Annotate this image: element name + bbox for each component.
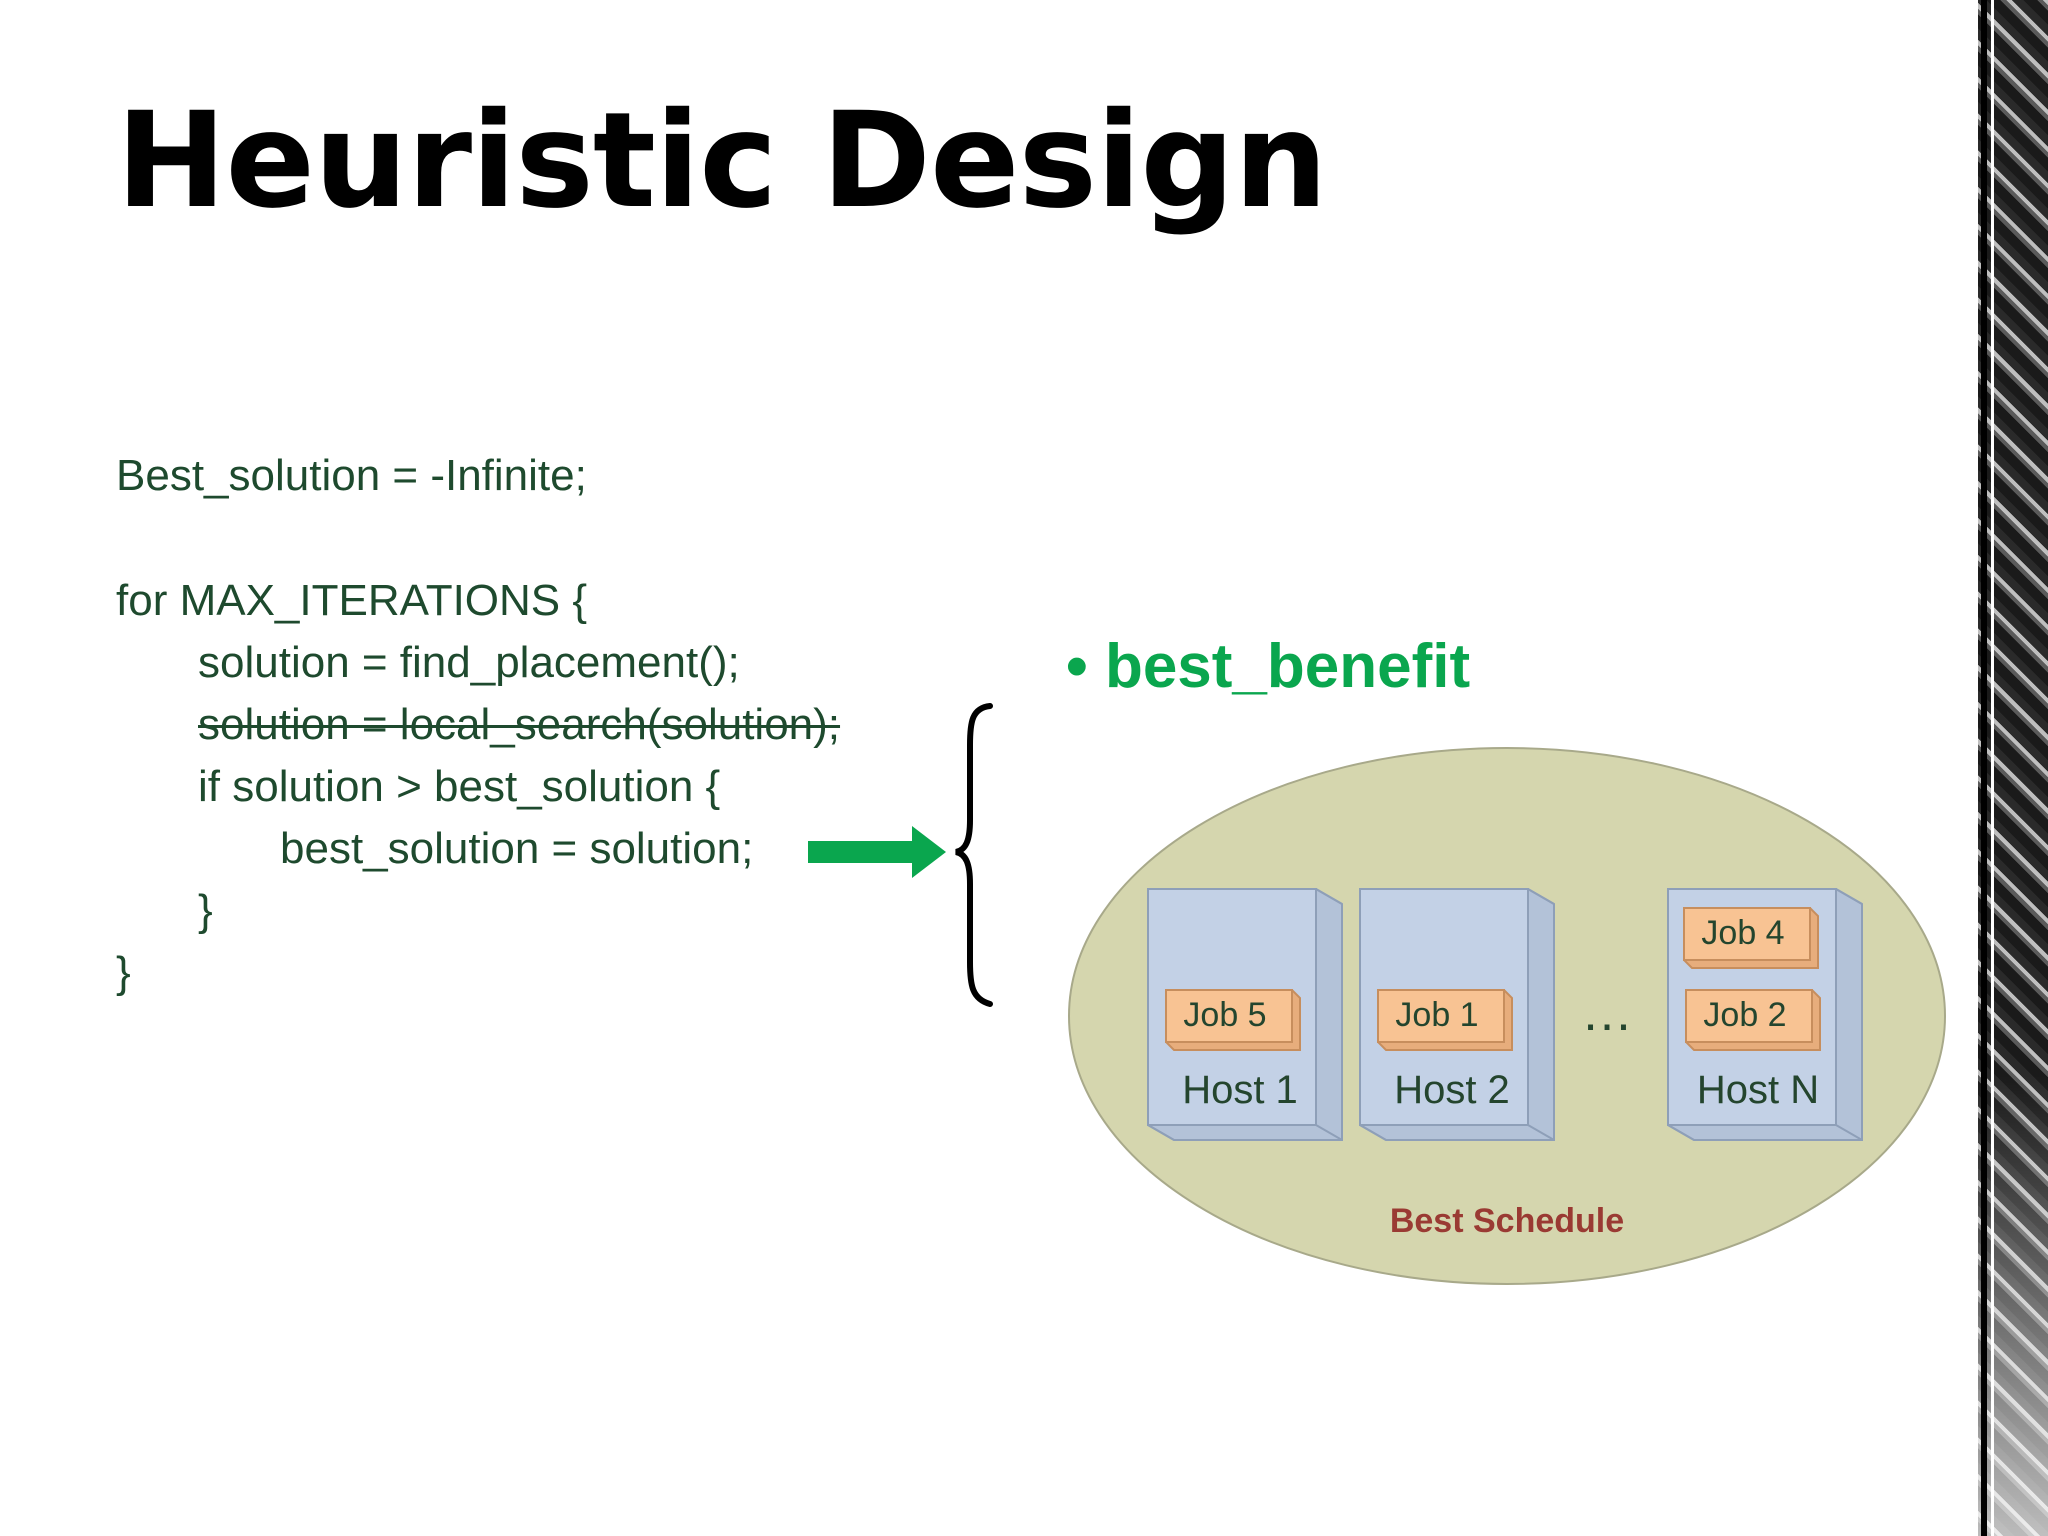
- bullet-dot: •: [1066, 632, 1088, 701]
- code-line-local-search-struck: solution = local_search(solution);: [198, 700, 841, 749]
- code-line-close-for: }: [116, 948, 131, 997]
- job-label: Job 4: [1701, 914, 1784, 952]
- job-box: [1165, 989, 1301, 1051]
- host-label: Host N: [1697, 1068, 1819, 1112]
- job-box: [1683, 907, 1819, 969]
- best-schedule-label: Best Schedule: [1390, 1202, 1624, 1240]
- job-label: Job 1: [1395, 996, 1478, 1034]
- job-box: [1685, 989, 1821, 1051]
- job-label: Job 5: [1183, 996, 1266, 1034]
- edge-divider-line-light: [1991, 0, 1994, 1536]
- code-line-find-placement: solution = find_placement();: [198, 638, 740, 687]
- decorative-edge-band: [1978, 0, 2048, 1536]
- host-label: Host 2: [1394, 1068, 1510, 1112]
- host-ellipsis: …: [1581, 984, 1633, 1042]
- job-label: Job 2: [1703, 996, 1786, 1034]
- code-line-for: for MAX_ITERATIONS {: [116, 576, 588, 625]
- green-arrow-icon: [808, 826, 946, 878]
- curly-brace-icon: [955, 703, 993, 1007]
- code-line-init: Best_solution = -Infinite;: [116, 451, 587, 500]
- slide-title: Heuristic Design: [116, 84, 1328, 238]
- edge-divider-line: [1981, 0, 1987, 1536]
- best-benefit-bullet: • best_benefit: [1066, 636, 1470, 698]
- code-line-if: if solution > best_solution {: [198, 762, 721, 811]
- job-box: [1377, 989, 1513, 1051]
- host-label: Host 1: [1182, 1068, 1298, 1112]
- code-line-close-if: }: [198, 886, 213, 935]
- code-line-assign-best: best_solution = solution;: [280, 824, 754, 873]
- best-benefit-label: best_benefit: [1104, 632, 1471, 701]
